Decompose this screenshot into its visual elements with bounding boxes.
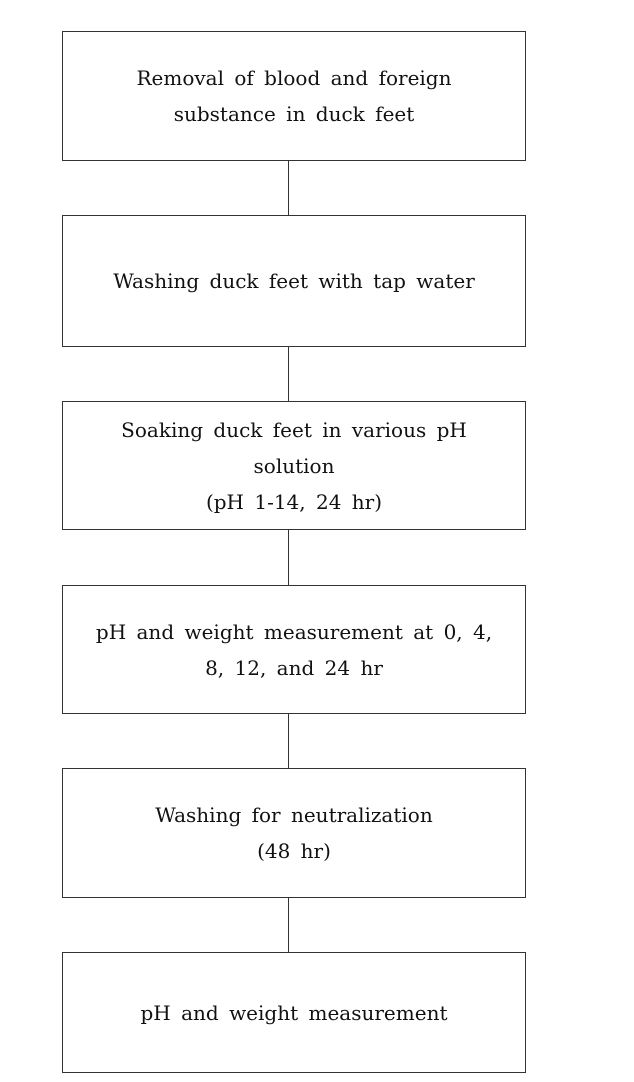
- step-text: solution: [253, 453, 335, 478]
- step-text: substance in duck feet: [173, 102, 415, 126]
- step-text: Washing for neutralization: [155, 803, 433, 827]
- step-text: (48 hr): [257, 839, 331, 863]
- step-text: Soaking duck feet in various pH: [121, 417, 467, 442]
- step-box-timed-measurement: pH and weight measurement at 0, 4, 8, 12…: [62, 585, 526, 714]
- connector-line: [288, 714, 289, 768]
- connector-line: [288, 530, 289, 585]
- step-text: pH and weight measurement: [140, 1000, 448, 1025]
- step-text: 8, 12, and 24 hr: [205, 655, 383, 680]
- step-box-blood-removal: Removal of blood and foreign substance i…: [62, 31, 526, 161]
- step-text: (pH 1-14, 24 hr): [205, 489, 383, 514]
- connector-line: [288, 347, 289, 401]
- step-text: pH and weight measurement at 0, 4,: [95, 619, 493, 644]
- step-box-final-measurement: pH and weight measurement: [62, 952, 526, 1073]
- step-box-neutralization-washing: Washing for neutralization (48 hr): [62, 768, 526, 898]
- step-text: Washing duck feet with tap water: [113, 269, 475, 293]
- step-box-tap-water-washing: Washing duck feet with tap water: [62, 215, 526, 347]
- step-box-ph-soaking: Soaking duck feet in various pH solution…: [62, 401, 526, 530]
- connector-line: [288, 898, 289, 952]
- step-text: Removal of blood and foreign: [136, 66, 452, 90]
- connector-line: [288, 161, 289, 215]
